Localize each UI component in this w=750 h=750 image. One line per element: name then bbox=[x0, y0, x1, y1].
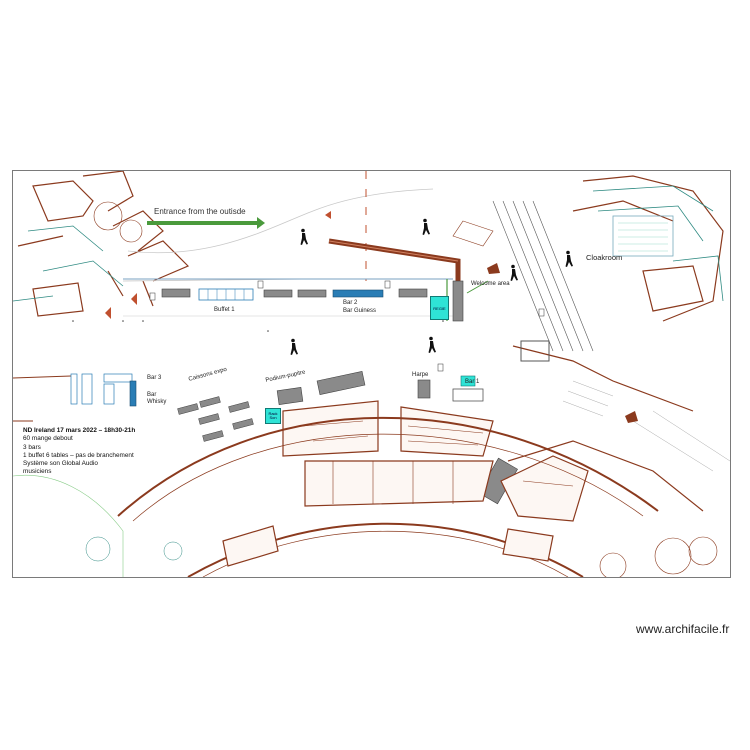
bar3-label: Bar 3 bbox=[147, 375, 162, 381]
harpe-label: Harpe bbox=[412, 372, 429, 378]
bar1-label: Bar 1 bbox=[465, 379, 480, 385]
rack-son-label: Rack Son bbox=[268, 411, 278, 420]
top-left-teal-lines bbox=[13, 225, 124, 302]
person-icon bbox=[510, 264, 518, 281]
stage-elements bbox=[276, 371, 518, 505]
welcome-area-label: Welcome area bbox=[471, 281, 510, 287]
lift-block bbox=[520, 340, 550, 362]
person-icon bbox=[428, 336, 436, 353]
person-icon bbox=[300, 228, 308, 245]
bar2-counter bbox=[332, 289, 384, 298]
bar2-name-label: Bar Guiness bbox=[343, 308, 377, 314]
markers bbox=[72, 320, 444, 332]
right-building-teal bbox=[592, 185, 724, 302]
regie-box: REGIE bbox=[430, 296, 449, 320]
regie-label: REGIE bbox=[433, 305, 446, 311]
event-notes: ND Ireland 17 mars 2022 – 18h30-21h 60 m… bbox=[23, 427, 135, 477]
watermark-link[interactable]: www.archifacile.fr bbox=[636, 622, 730, 636]
corridor-tables bbox=[161, 288, 428, 298]
planter-right bbox=[625, 411, 638, 423]
welcome-desk bbox=[452, 280, 464, 322]
notes-line: 60 mange debout bbox=[23, 435, 73, 443]
notes-line: Système son Global Audio bbox=[23, 460, 98, 468]
stairs-top-2 bbox=[452, 220, 494, 247]
room-details bbox=[302, 420, 574, 504]
plant-icons bbox=[85, 536, 183, 562]
seating-grid bbox=[618, 222, 668, 252]
cloakroom-label: Cloakroom bbox=[586, 253, 623, 262]
caissons bbox=[177, 396, 254, 442]
entrance-arrow-icon bbox=[147, 217, 265, 229]
person-icons bbox=[290, 218, 573, 355]
rack-son-box: Rack Son bbox=[265, 408, 281, 424]
floor-plan-drawing bbox=[13, 171, 730, 577]
left-lower-wall bbox=[13, 375, 72, 422]
right-building bbox=[507, 175, 724, 512]
buffet-label: Buffet 1 bbox=[214, 307, 235, 313]
stairs-top bbox=[492, 200, 594, 352]
floor-plan: Entrance from the outisde Cloakroom Welc… bbox=[12, 170, 731, 578]
notes-line: musiciens bbox=[23, 468, 52, 476]
notes-line: 3 bars bbox=[23, 443, 41, 451]
notes-title: ND Ireland 17 mars 2022 – 18h30-21h bbox=[23, 427, 136, 434]
bar3-name-label: Bar Whisky bbox=[147, 392, 167, 405]
planter-welcome bbox=[487, 263, 500, 274]
bar2-label: Bar 2 bbox=[343, 300, 358, 306]
bar3-area bbox=[70, 373, 137, 407]
auditorium-rooms bbox=[282, 400, 589, 522]
corridor-markers bbox=[149, 280, 545, 372]
arena-side-blocks bbox=[222, 525, 554, 567]
notes-line: 1 buffet 6 tables – pas de branchement bbox=[23, 451, 134, 459]
person-icon bbox=[422, 218, 430, 235]
person-icon bbox=[565, 250, 573, 267]
lower-right-lines bbox=[562, 380, 730, 472]
person-icon bbox=[290, 338, 298, 355]
tree-icons bbox=[93, 201, 718, 577]
entrance-label: Entrance from the outisde bbox=[154, 207, 246, 216]
buffet-tables bbox=[198, 288, 254, 301]
